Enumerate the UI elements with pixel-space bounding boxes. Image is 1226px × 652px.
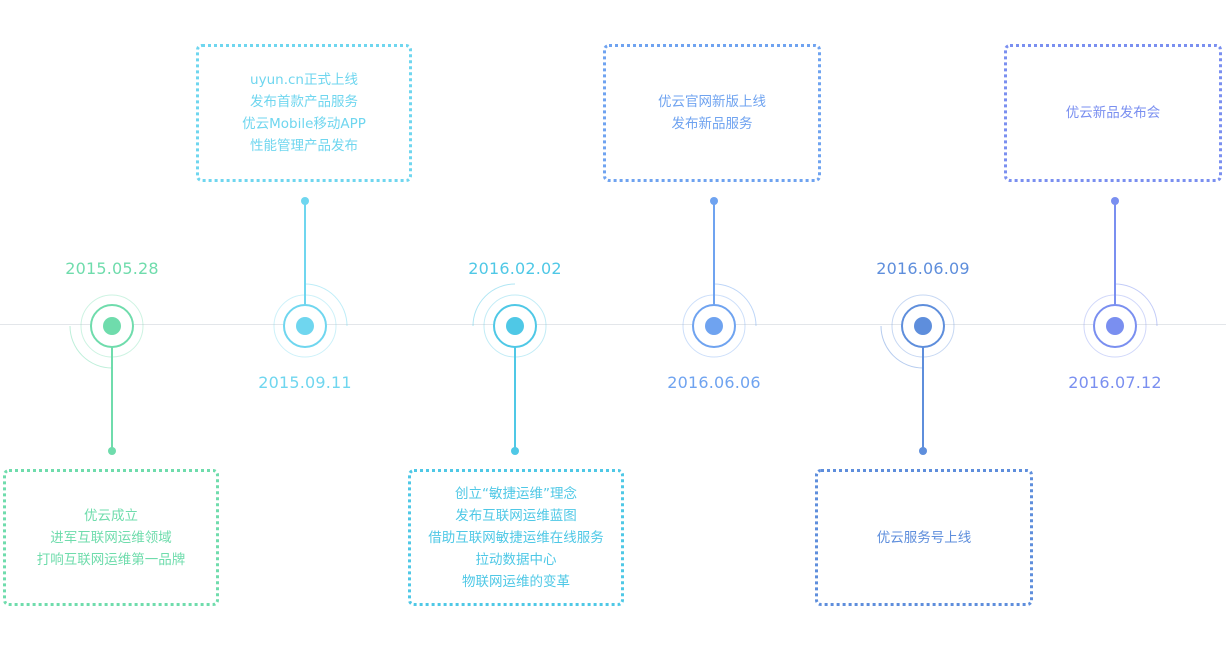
event-card-line: uyun.cn正式上线 [250, 72, 358, 88]
node-arc [69, 325, 113, 369]
node-arc [713, 283, 757, 327]
node-dot [506, 317, 524, 335]
event-card-line: 优云成立 [84, 507, 138, 524]
event-date: 2015.09.11 [258, 373, 352, 392]
node-dot [1106, 317, 1124, 335]
event-card: 创立“敏捷运维”理念发布互联网运维蓝图借助互联网敏捷运维在线服务拉动数据中心物联… [408, 469, 624, 606]
node-dot [103, 317, 121, 335]
event-date: 2016.02.02 [468, 259, 562, 278]
node-arc [304, 283, 348, 327]
timeline-axis [0, 324, 1226, 325]
event-card: 优云新品发布会 [1004, 44, 1222, 182]
timeline-node[interactable] [472, 283, 548, 359]
event-card-line: 优云Mobile移动APP [242, 116, 366, 132]
event-card: uyun.cn正式上线发布首款产品服务优云Mobile移动APP 性能管理产品发布 [196, 44, 412, 182]
event-card-line: 物联网运维的变革 [462, 573, 570, 590]
event-card-line: 创立“敏捷运维”理念 [455, 485, 577, 502]
node-dot [296, 317, 314, 335]
event-card: 优云服务号上线 [815, 469, 1033, 606]
event-card-line: 进军互联网运维领域 [50, 529, 172, 546]
event-card-line: 发布互联网运维蓝图 [455, 507, 577, 524]
timeline-node-icon [880, 294, 955, 369]
event-date: 2016.06.06 [667, 373, 761, 392]
connector-dot [301, 197, 309, 205]
connector-line [108, 347, 116, 455]
connector-line [301, 197, 309, 305]
event-date: 2016.06.09 [876, 259, 970, 278]
event-card-line: 优云新品发布会 [1065, 105, 1161, 121]
event-card-line: 性能管理产品发布 [250, 138, 358, 154]
node-arc [1114, 283, 1158, 327]
timeline-node[interactable] [880, 293, 956, 369]
node-dot [705, 317, 723, 335]
timeline-node-icon [472, 283, 547, 358]
node-arc [880, 325, 924, 369]
event-date: 2015.05.28 [65, 259, 159, 278]
node-dot [914, 317, 932, 335]
connector-line [919, 347, 927, 455]
event-card-line: 拉动数据中心 [475, 551, 557, 568]
event-card-line: 发布首款产品服务 [250, 94, 358, 110]
connector-dot [1111, 197, 1119, 205]
event-card: 优云成立进军互联网运维领域打响互联网运维第一品牌 [3, 469, 219, 606]
connector-line [1111, 197, 1119, 305]
event-card-line: 借助互联网敏捷运维在线服务 [428, 529, 604, 546]
connector-line [710, 197, 718, 305]
event-card: 优云官网新版上线发布新品服务 [603, 44, 821, 182]
event-card-line: 发布新品服务 [671, 116, 753, 132]
event-date: 2016.07.12 [1068, 373, 1162, 392]
node-arc [472, 283, 516, 327]
connector-line [511, 347, 519, 455]
connector-dot [919, 447, 927, 455]
connector-dot [511, 447, 519, 455]
connector-dot [108, 447, 116, 455]
event-card-line: 优云官网新版上线 [658, 94, 766, 110]
event-card-line: 打响互联网运维第一品牌 [36, 551, 186, 568]
connector-dot [710, 197, 718, 205]
event-card-line: 优云服务号上线 [876, 529, 972, 546]
